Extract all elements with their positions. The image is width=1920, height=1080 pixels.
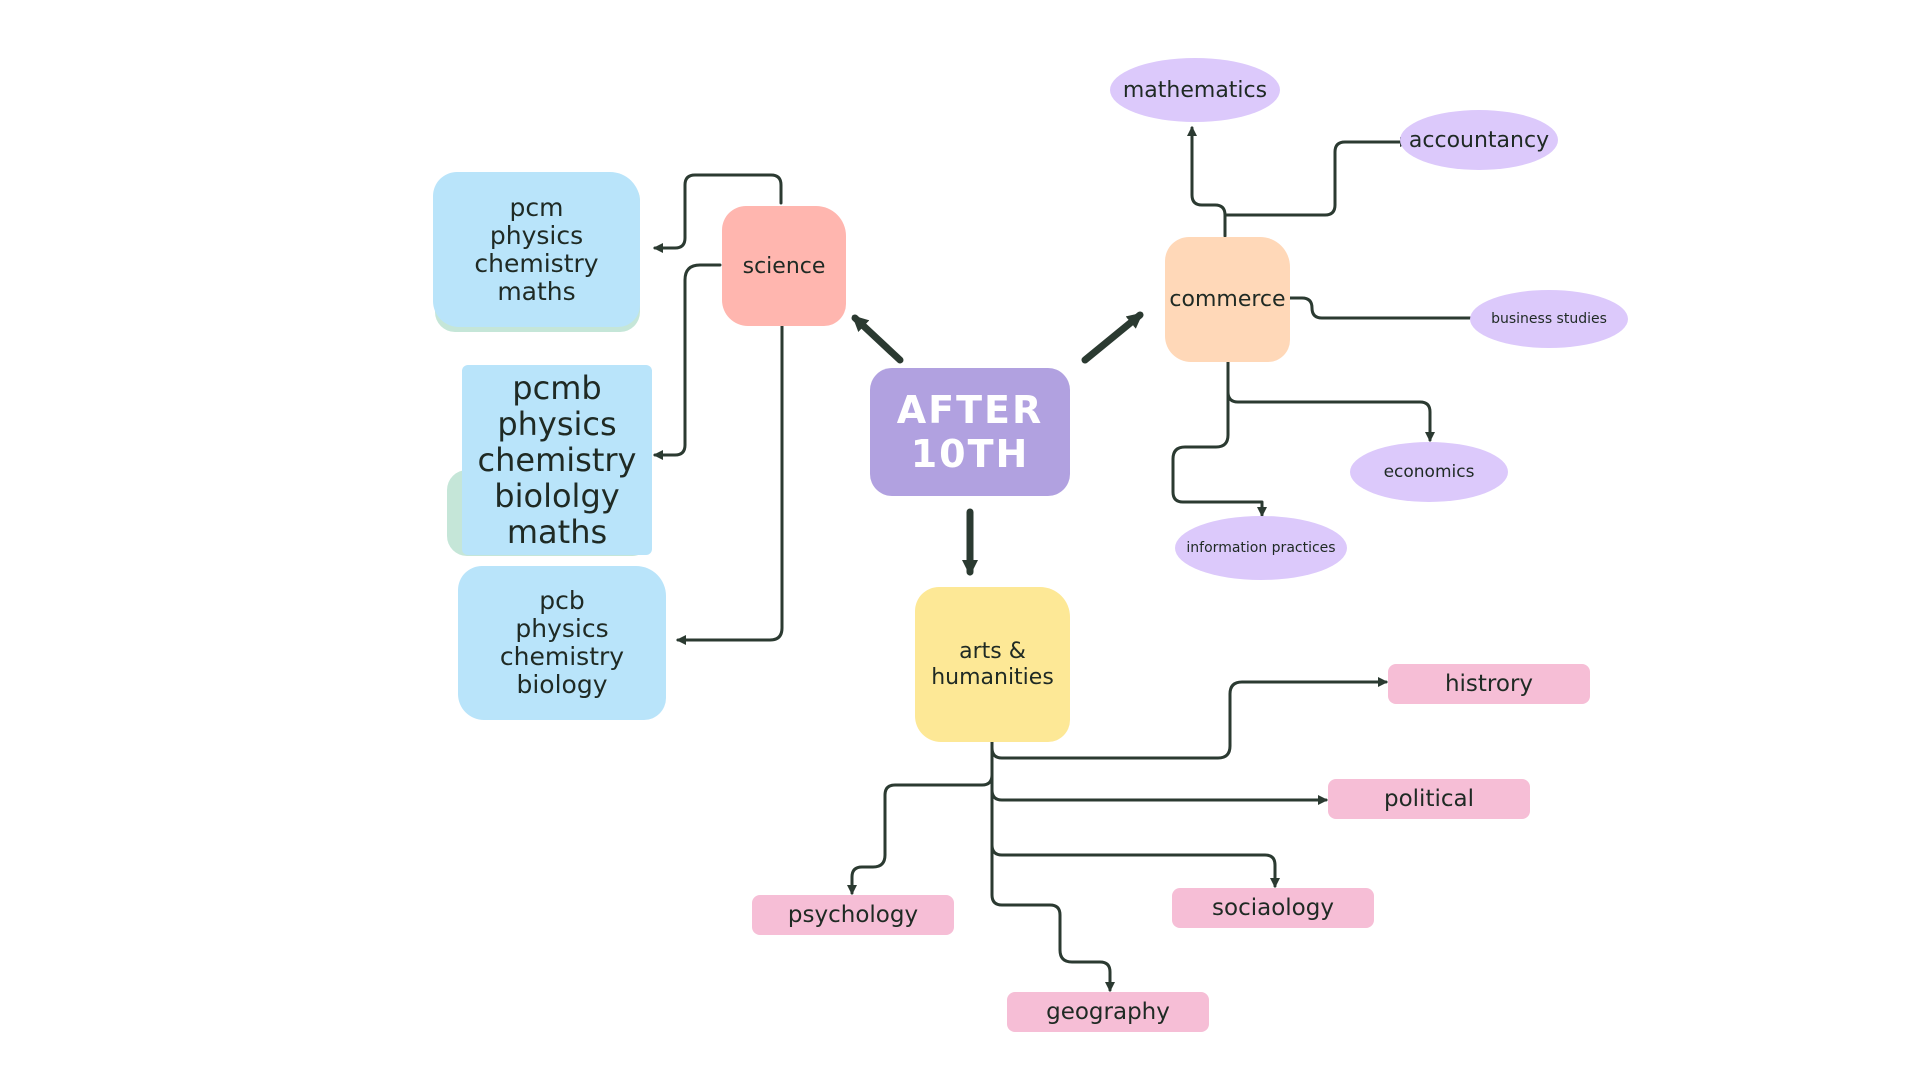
connector-commerce-business: [1285, 296, 1482, 323]
science-option-pcm[interactable]: pcm physics chemistry maths: [433, 172, 640, 327]
connector-arts-political: [990, 740, 1328, 805]
subject-accountancy[interactable]: accountancy: [1400, 110, 1558, 170]
connector-science-pcmb: [653, 263, 722, 460]
connector-commerce-infopractices: [1171, 390, 1267, 517]
science-option-pcmb[interactable]: pcmb physics chemistry biololgy maths: [462, 365, 652, 555]
center-node[interactable]: AFTER 10TH: [870, 368, 1070, 496]
connector-arts-history: [990, 677, 1388, 760]
connector-arts-geography: [990, 740, 1115, 992]
connector-arts-sociology: [990, 740, 1280, 888]
arrow-to-commerce: [1081, 311, 1144, 364]
subject-history[interactable]: histrory: [1388, 664, 1590, 704]
connector-commerce-mathematics: [1187, 126, 1227, 238]
commerce-node[interactable]: commerce: [1165, 237, 1290, 362]
connector-arts-psychology: [847, 740, 994, 895]
connector-commerce-accountancy: [1223, 137, 1410, 217]
subject-information-practices[interactable]: information practices: [1175, 516, 1347, 580]
subject-business-studies[interactable]: business studies: [1470, 290, 1628, 348]
subject-sociology[interactable]: sociaology: [1172, 888, 1374, 928]
subject-mathematics[interactable]: mathematics: [1110, 58, 1280, 122]
subject-economics[interactable]: economics: [1350, 442, 1508, 502]
subject-geography[interactable]: geography: [1007, 992, 1209, 1032]
science-option-pcb[interactable]: pcb physics chemistry biology: [458, 566, 666, 720]
subject-political[interactable]: political: [1328, 779, 1530, 819]
subject-psychology[interactable]: psychology: [752, 895, 954, 935]
science-node[interactable]: science: [722, 206, 846, 326]
connector-science-pcm: [653, 173, 783, 253]
arts-humanities-node[interactable]: arts & humanities: [915, 587, 1070, 742]
connector-commerce-economics: [1226, 360, 1435, 442]
connector-science-pcb: [676, 324, 784, 645]
arrow-to-science: [851, 314, 904, 364]
